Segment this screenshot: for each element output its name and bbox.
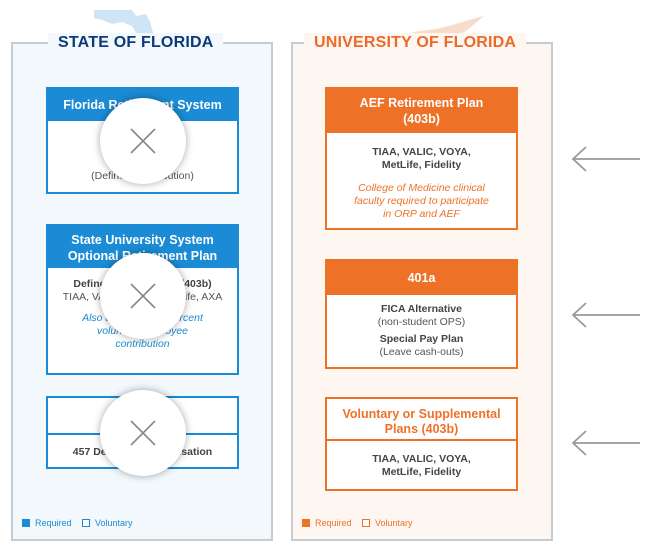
orp-note-line3: contribution bbox=[115, 338, 170, 350]
special-pay-plan-title: Special Pay Plan bbox=[379, 333, 464, 345]
close-icon bbox=[130, 128, 156, 154]
close-button-frs[interactable] bbox=[100, 98, 186, 184]
voluntary-heading-line1: Voluntary or Supplemental bbox=[342, 407, 501, 421]
close-button-orp[interactable] bbox=[100, 253, 186, 339]
arrow-left-icon bbox=[571, 302, 640, 328]
uf-legend-voluntary-swatch bbox=[362, 519, 370, 527]
close-icon bbox=[130, 283, 156, 309]
fica-alternative-sub: (non-student OPS) bbox=[377, 316, 466, 328]
uf-legend-required-label: Required bbox=[315, 518, 352, 528]
close-button-457[interactable] bbox=[100, 390, 186, 476]
aef-heading: AEF Retirement Plan (403b) bbox=[327, 89, 516, 133]
aef-box: AEF Retirement Plan (403b) TIAA, VALIC, … bbox=[325, 87, 518, 230]
uf-legend-required-swatch bbox=[302, 519, 310, 527]
voluntary-line2: MetLife, Fidelity bbox=[381, 466, 462, 478]
plan-401a-box: 401a FICA Alternative (non-student OPS) … bbox=[325, 259, 518, 369]
legend-required-swatch bbox=[22, 519, 30, 527]
plan-401a-heading-text: 401a bbox=[407, 271, 436, 285]
orp-heading-line1: State University System bbox=[71, 233, 214, 247]
fica-alternative-title: FICA Alternative bbox=[381, 303, 462, 315]
arrow-left-icon bbox=[571, 146, 640, 172]
voluntary-heading-line2: Plans (403b) bbox=[384, 422, 459, 436]
aef-heading-line2: (403b) bbox=[403, 112, 440, 126]
voluntary-line1: TIAA, VALIC, VOYA, bbox=[372, 453, 471, 465]
aef-note-line2: faculty required to participate bbox=[354, 195, 489, 207]
aef-heading-line1: AEF Retirement Plan bbox=[359, 96, 484, 110]
plan-401a-heading: 401a bbox=[327, 261, 516, 295]
arrow-left-icon bbox=[571, 430, 640, 456]
aef-note-line3: in ORP and AEF bbox=[383, 208, 460, 220]
university-of-florida-title: UNIVERSITY OF FLORIDA bbox=[304, 33, 527, 53]
voluntary-plans-box: Voluntary or Supplemental Plans (403b) T… bbox=[325, 397, 518, 491]
aef-line2: MetLife, Fidelity bbox=[381, 159, 462, 171]
voluntary-plans-heading: Voluntary or Supplemental Plans (403b) bbox=[327, 399, 516, 441]
plan-401a-body: FICA Alternative (non-student OPS) Speci… bbox=[327, 295, 516, 359]
legend-voluntary-label: Voluntary bbox=[95, 518, 133, 528]
close-icon bbox=[130, 420, 156, 446]
legend-required-label: Required bbox=[35, 518, 72, 528]
legend-voluntary-swatch bbox=[82, 519, 90, 527]
special-pay-plan-sub: (Leave cash-outs) bbox=[379, 346, 464, 358]
voluntary-body: TIAA, VALIC, VOYA, MetLife, Fidelity bbox=[327, 441, 516, 479]
uf-legend-voluntary-label: Voluntary bbox=[375, 518, 413, 528]
aef-line1: TIAA, VALIC, VOYA, bbox=[372, 146, 471, 158]
aef-body: TIAA, VALIC, VOYA, MetLife, Fidelity Col… bbox=[327, 133, 516, 221]
state-of-florida-title: STATE OF FLORIDA bbox=[48, 33, 224, 53]
aef-note-line1: College of Medicine clinical bbox=[358, 182, 485, 194]
